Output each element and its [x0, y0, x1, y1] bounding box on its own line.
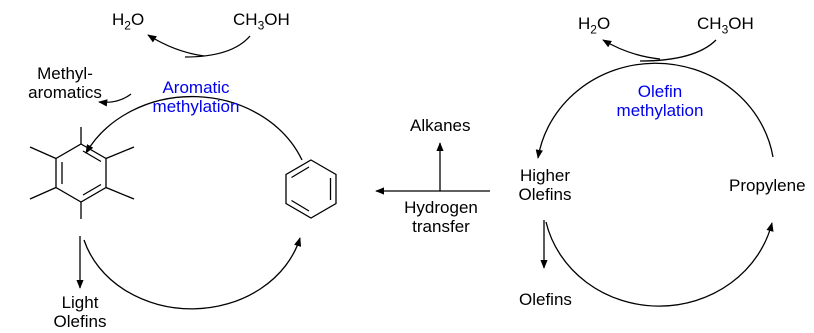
benzene-structure — [285, 159, 337, 219]
right-water-label: H2O — [578, 14, 611, 37]
left-methanol-label: CH3OH — [233, 10, 290, 33]
left-water-label: H2O — [112, 10, 145, 33]
olefins-label: Olefins — [519, 290, 572, 309]
left-water-arrow — [147, 34, 205, 57]
left-methanol-curve — [184, 35, 251, 58]
right-methanol-curve — [639, 39, 717, 62]
light-olefins-label: Light Olefins — [53, 293, 107, 331]
right-cycle-lower-arc — [545, 221, 774, 307]
hexamethylbenzene-structure — [29, 127, 135, 219]
right-water-arrow — [602, 39, 661, 60]
methyl-aromatics-label: Methyl- aromatics — [28, 64, 102, 102]
methyl-aromatics-arrow — [98, 93, 132, 107]
olefin-methylation-label: Olefin methylation — [616, 82, 704, 120]
alkanes-label: Alkanes — [410, 116, 471, 135]
propylene-label: Propylene — [729, 176, 806, 195]
hydrogen-transfer-label: Hydrogen transfer — [404, 198, 478, 236]
left-cycle-lower-arc — [83, 237, 302, 310]
right-methanol-label: CH3OH — [697, 14, 754, 37]
higher-olefins-label: Higher Olefins — [518, 166, 572, 204]
right-cycle-upper-arc — [535, 62, 774, 159]
aromatic-methylation-label: Aromatic methylation — [152, 78, 240, 116]
left-cycle-upper-arc — [85, 96, 303, 161]
